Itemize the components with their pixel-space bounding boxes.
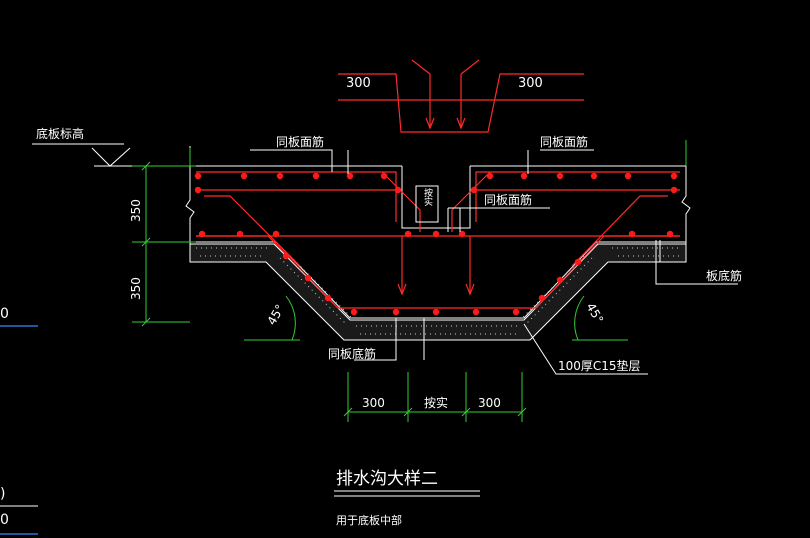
label-slab-top-right: 同板面筋: [540, 134, 588, 149]
rebar-lines: [196, 171, 680, 309]
dim-height-upper: 350: [129, 199, 143, 222]
dim-bottom-right: 300: [478, 396, 501, 410]
leaders: [250, 149, 738, 375]
label-slab-top-mid: 同板面筋: [484, 192, 532, 207]
angle-left: 45°: [264, 302, 287, 327]
drawing-title: 排水沟大样二: [336, 469, 438, 489]
label-slab-bottom-rebar: 板底筋: [706, 268, 742, 283]
top-detail: 300 300: [338, 59, 584, 133]
channel-outline: [185, 146, 691, 341]
cushion-layer: [189, 243, 687, 341]
edge-fragment-3: 0: [0, 512, 9, 528]
title-block: 排水沟大样二 用于底板中部: [334, 469, 480, 527]
dim-bottom-left: 300: [362, 396, 385, 410]
dim-height-lower: 350: [129, 277, 143, 300]
drawing-subtitle: 用于底板中部: [336, 513, 402, 527]
label-vertical-as-actual: 按实: [422, 187, 433, 207]
top-dim-right: 300: [518, 76, 543, 91]
edge-fragment-1: 0: [0, 306, 9, 322]
label-cushion: 100厚C15垫层: [558, 358, 641, 373]
top-dim-left: 300: [346, 76, 371, 91]
label-same-slab-bottom: 同板底筋: [328, 346, 376, 361]
base-elevation-marker: 底板标高: [32, 126, 132, 167]
base-elevation-label: 底板标高: [36, 126, 84, 141]
angle-right: 45°: [583, 301, 606, 326]
left-edge-fragments: 0 ) 0: [0, 306, 38, 535]
dim-as-actual: 按实: [424, 395, 448, 410]
rebar-dots: [194, 172, 678, 316]
dimension-lines: [132, 140, 687, 422]
label-slab-top-left: 同板面筋: [276, 134, 324, 149]
edge-fragment-2: ): [0, 486, 5, 502]
